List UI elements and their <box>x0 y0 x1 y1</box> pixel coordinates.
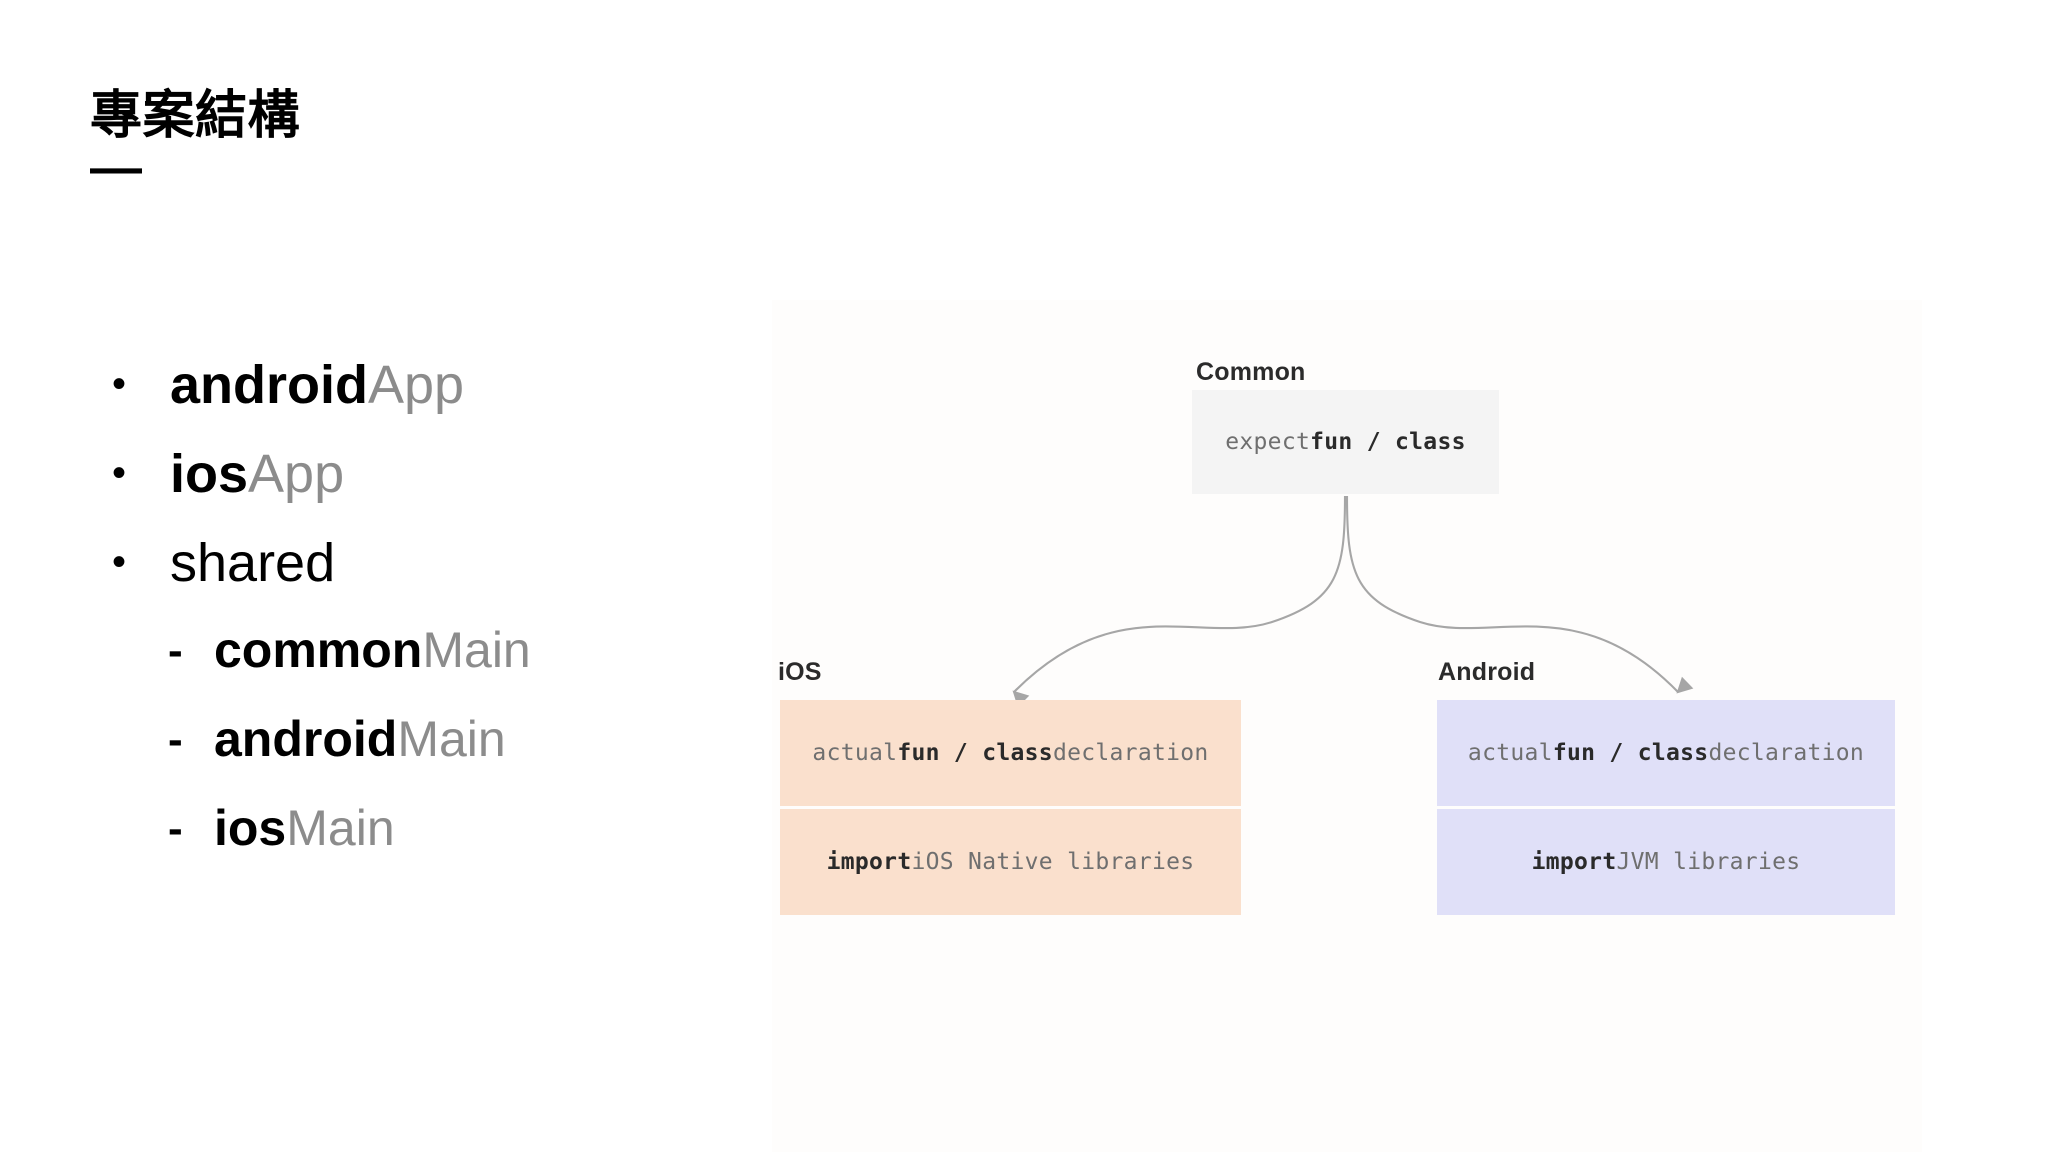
bullet-dash-icon: - <box>168 804 183 853</box>
sub-list-item-label: commonMain <box>214 625 531 675</box>
project-structure-list: • androidApp • iosApp • shared - commonM… <box>112 358 752 892</box>
list-item-label-plain: shared <box>170 533 336 593</box>
sub-list-item-label-muted: Main <box>286 800 395 856</box>
list-item: • androidApp <box>112 358 752 447</box>
node-box-android: actual fun / class declaration import JV… <box>1437 700 1895 915</box>
code-row: actual fun / class declaration <box>780 700 1241 806</box>
code-row: import iOS Native libraries <box>780 809 1241 915</box>
title-block: 專案結構 — <box>90 87 301 198</box>
sub-list-item-label-strong: common <box>214 622 423 678</box>
list-item-label: iosApp <box>170 447 344 501</box>
code-token-dim: iOS Native libraries <box>911 849 1195 875</box>
node-box-ios: actual fun / class declaration import iO… <box>780 700 1241 915</box>
node-box-common: expect fun / class <box>1192 390 1499 494</box>
expect-actual-diagram: Common expect fun / class iOS actual fun… <box>772 300 1922 1152</box>
bullet-dash-icon: - <box>168 715 183 764</box>
node-label-android: Android <box>1438 658 1536 686</box>
code-token-bold: import <box>826 849 912 875</box>
bullet-dot-icon: • <box>112 362 127 406</box>
list-item-label: shared <box>170 536 335 590</box>
bullet-dash-icon: - <box>168 626 183 675</box>
code-token-dim-tail: declaration <box>1708 740 1865 766</box>
list-item-label-muted: App <box>248 444 345 504</box>
sub-list-item-label-muted: Main <box>397 711 506 767</box>
sub-list-item: - iosMain <box>112 803 752 892</box>
sub-list-item-label: iosMain <box>214 803 395 853</box>
list-item: • iosApp <box>112 447 752 536</box>
sub-list-item-label: androidMain <box>214 714 506 764</box>
code-token-dim: actual <box>812 740 898 766</box>
sub-list-item-label-strong: android <box>214 711 398 767</box>
list-item-label: androidApp <box>170 358 464 412</box>
sub-list-item: - androidMain <box>112 714 752 803</box>
code-token-bold: fun / class <box>897 740 1053 766</box>
code-row: expect fun / class <box>1192 390 1499 494</box>
list-item-label-muted: App <box>368 355 465 415</box>
edge-common-to-ios <box>1012 495 1347 708</box>
sub-list-item-label-muted: Main <box>422 622 531 678</box>
code-token-dim-tail: declaration <box>1052 740 1209 766</box>
node-label-common: Common <box>1196 358 1306 386</box>
sub-list-item-label-strong: ios <box>214 800 287 856</box>
code-token-bold: import <box>1531 849 1617 875</box>
bullet-dot-icon: • <box>112 540 127 584</box>
code-token-bold: fun / class <box>1552 740 1709 766</box>
title-underline-dash: — <box>90 139 142 198</box>
code-token-bold: fun / class <box>1310 429 1466 455</box>
code-token-dim: actual <box>1467 740 1553 766</box>
page-title: 專案結構 <box>90 87 301 145</box>
code-token-dim: JVM libraries <box>1616 849 1801 875</box>
sub-list-item: - commonMain <box>112 625 752 714</box>
list-item-label-strong: ios <box>170 444 249 504</box>
diagram-connectors <box>1012 495 1694 708</box>
node-label-ios: iOS <box>778 658 822 686</box>
list-item-label-strong: android <box>170 355 368 415</box>
edge-common-to-android <box>1345 495 1694 694</box>
list-item: • shared <box>112 536 752 625</box>
code-row: actual fun / class declaration <box>1437 700 1895 806</box>
code-token-dim: expect <box>1225 429 1311 455</box>
bullet-dot-icon: • <box>112 451 127 495</box>
code-row: import JVM libraries <box>1437 809 1895 915</box>
